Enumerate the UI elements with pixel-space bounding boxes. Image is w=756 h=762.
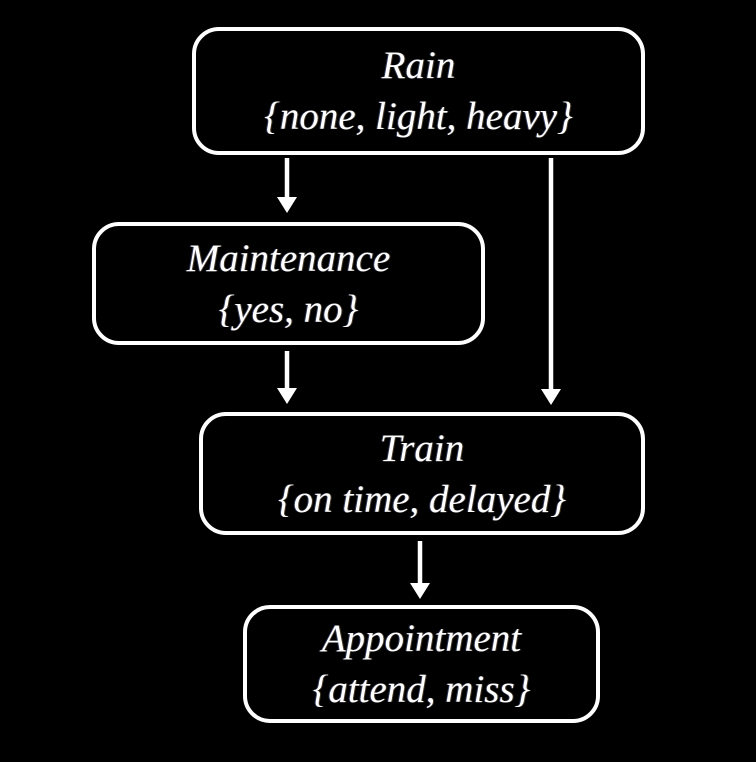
node-maintenance: Maintenance {yes, no} xyxy=(92,222,485,345)
node-appointment: Appointment {attend, miss} xyxy=(243,605,600,723)
node-rain-title: Rain xyxy=(381,44,456,87)
edge-rain-to-maintenance xyxy=(277,158,297,213)
node-appointment-values: {attend, miss} xyxy=(312,668,531,711)
node-rain-values: {none, light, heavy} xyxy=(264,95,573,138)
edge-train-to-appointment xyxy=(410,541,430,599)
node-train: Train {on time, delayed} xyxy=(199,412,645,535)
node-maintenance-title: Maintenance xyxy=(186,236,391,280)
node-train-title: Train xyxy=(379,426,465,470)
edge-rain-to-train xyxy=(541,158,561,405)
node-maintenance-values: {yes, no} xyxy=(218,287,359,331)
node-rain: Rain {none, light, heavy} xyxy=(192,27,645,155)
edge-maintenance-to-train xyxy=(277,351,297,404)
node-train-values: {on time, delayed} xyxy=(278,477,566,521)
node-appointment-title: Appointment xyxy=(321,617,522,660)
